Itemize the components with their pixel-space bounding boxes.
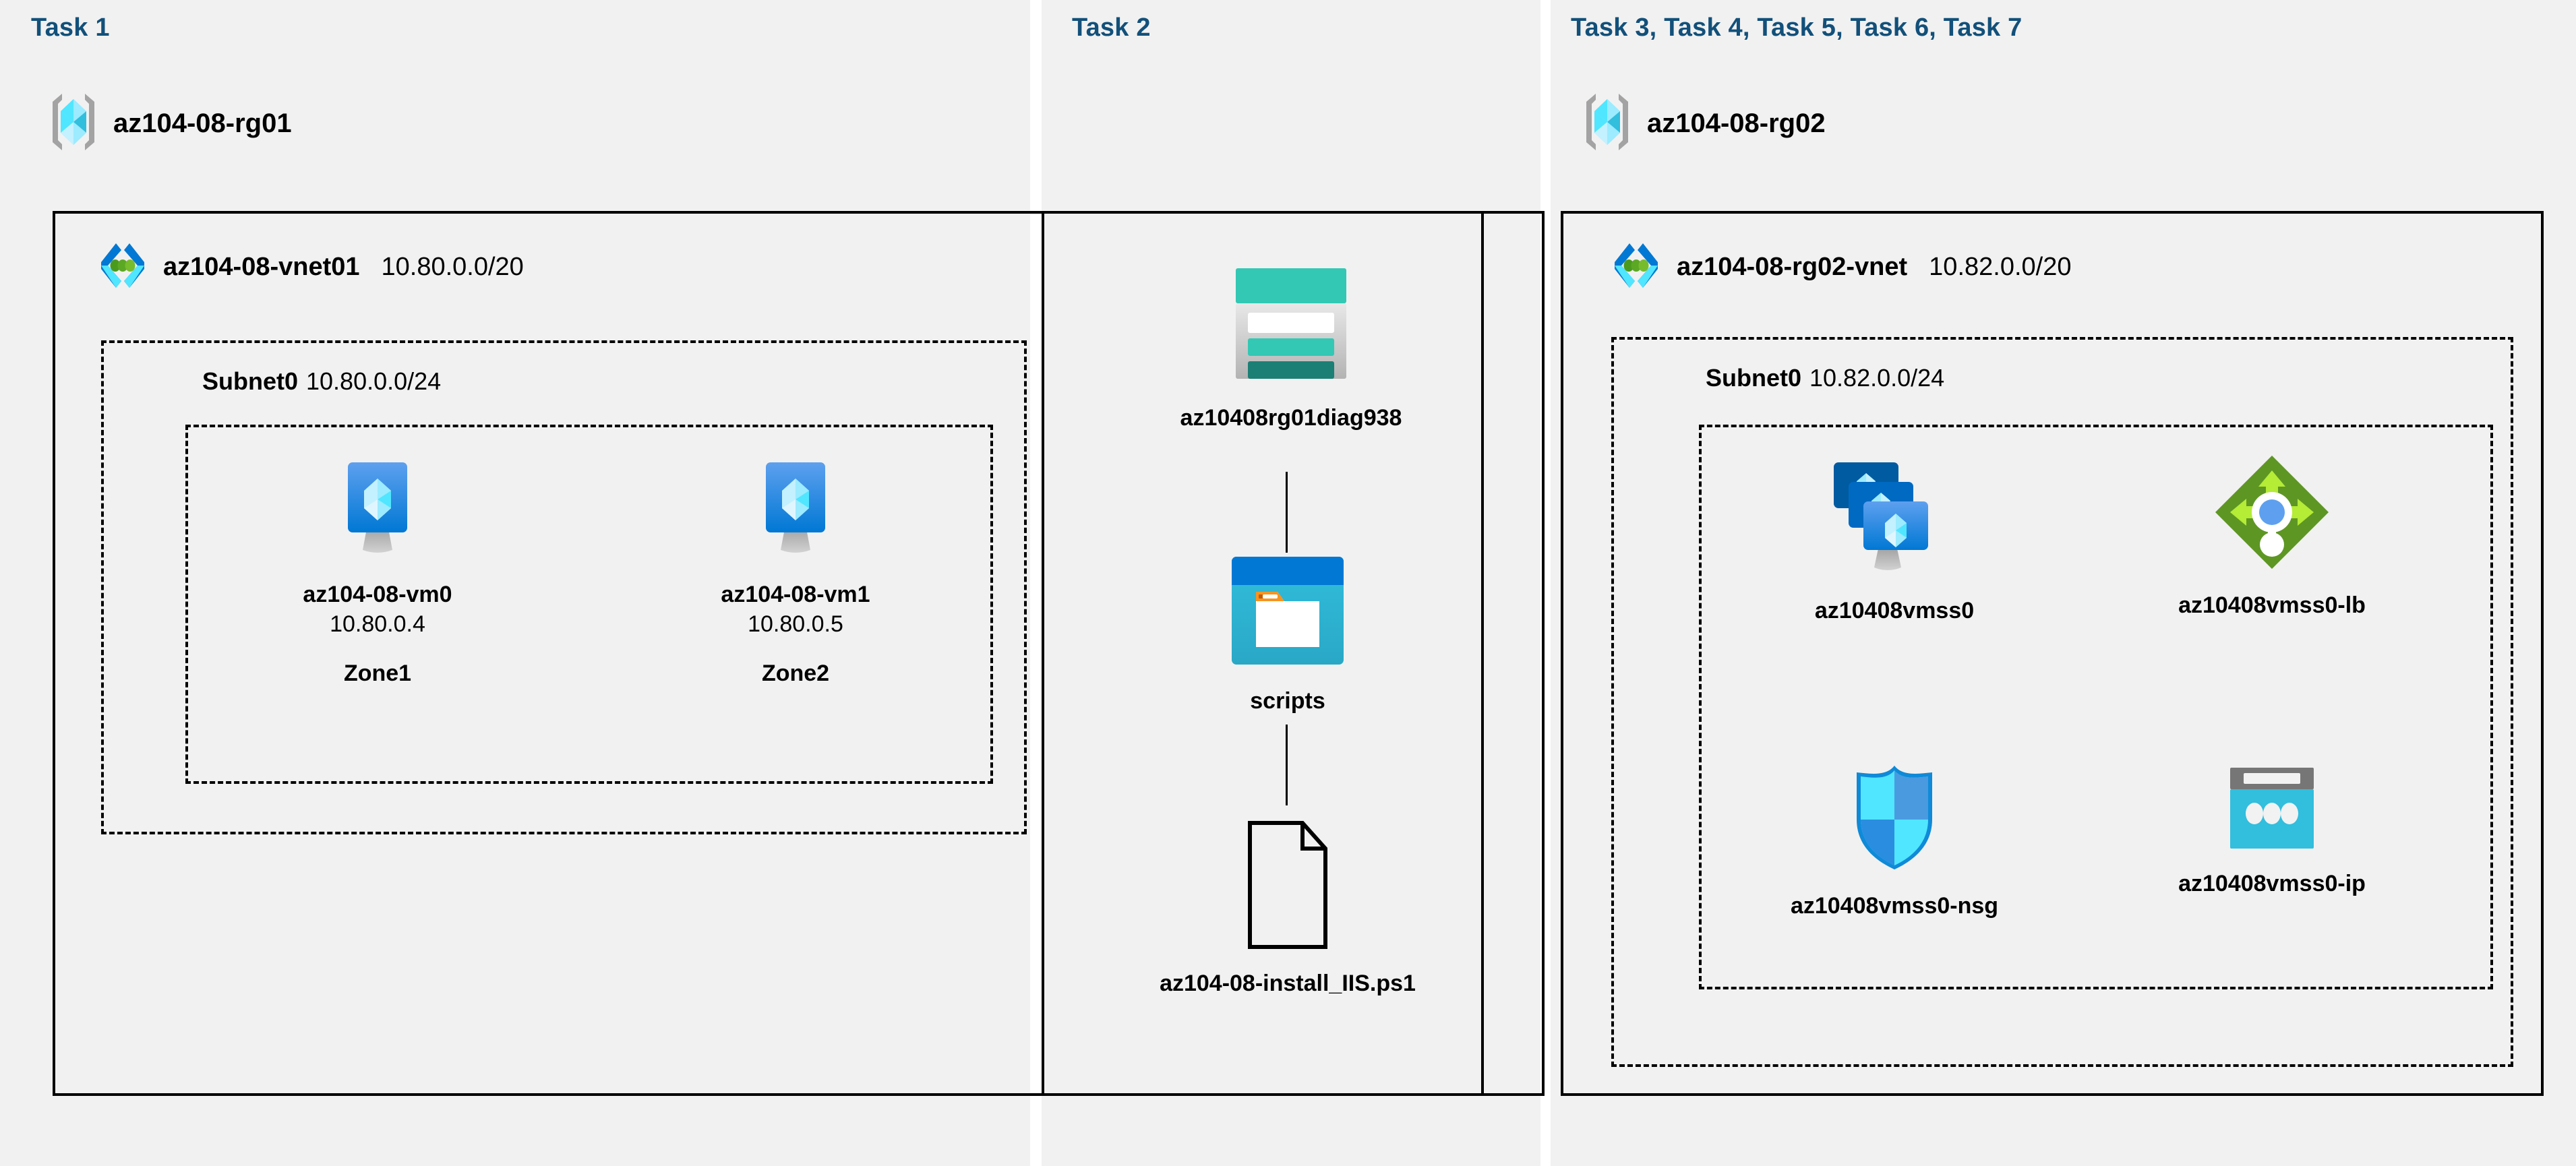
nsg-node[interactable]: az10408vmss0-nsg bbox=[1739, 762, 2049, 921]
load-balancer-name: az10408vmss0-lb bbox=[2178, 592, 2366, 618]
public-ip-name: az10408vmss0-ip bbox=[2178, 871, 2366, 896]
load-balancer-icon bbox=[2110, 452, 2434, 573]
vm-ip: 10.80.0.5 bbox=[748, 611, 843, 638]
vm-group-boundary-left bbox=[185, 425, 993, 784]
vnet-cidr: 10.80.0.0/20 bbox=[381, 253, 524, 281]
virtual-machine-icon bbox=[256, 458, 499, 559]
vmss-name: az10408vmss0 bbox=[1814, 598, 1975, 623]
resource-group-boundary-right bbox=[1699, 425, 2493, 989]
task-3-7-title: Task 3, Task 4, Task 5, Task 6, Task 7 bbox=[1571, 13, 2023, 42]
vnet-header-az104-08-vnet01[interactable]: az104-08-vnet01 10.80.0.0/20 bbox=[94, 239, 524, 295]
file-icon bbox=[1079, 819, 1497, 951]
load-balancer-node[interactable]: az10408vmss0-lb bbox=[2110, 452, 2434, 620]
connector-storage-to-container bbox=[1286, 472, 1288, 553]
panel-task1 bbox=[0, 0, 1030, 1166]
task-2-title: Task 2 bbox=[1072, 13, 1151, 42]
virtual-network-icon bbox=[1608, 239, 1665, 295]
vm-zone: Zone2 bbox=[761, 661, 830, 687]
subnet-cidr: 10.80.0.0/24 bbox=[306, 367, 442, 395]
vnet-boundary-az104-08-rg02-vnet bbox=[1561, 211, 2544, 1096]
connector-container-to-file bbox=[1286, 725, 1288, 805]
resource-group-az104-08-rg01[interactable]: az104-08-rg01 bbox=[47, 91, 292, 156]
subnet-boundary-right bbox=[1611, 337, 2513, 1067]
blob-container-name: scripts bbox=[1250, 688, 1325, 714]
blob-container-node[interactable]: scripts bbox=[1146, 553, 1429, 716]
task-1-title: Task 1 bbox=[31, 13, 110, 42]
storage-account-icon bbox=[1092, 263, 1490, 386]
resource-group-icon bbox=[47, 91, 100, 156]
virtual-network-icon bbox=[94, 239, 151, 295]
vmss-node[interactable]: az10408vmss0 bbox=[1746, 458, 2043, 625]
panel-task3 bbox=[1551, 0, 2576, 1166]
vm-zone: Zone1 bbox=[343, 661, 412, 687]
subnet-boundary-left bbox=[101, 340, 1027, 834]
vnet-name: az104-08-vnet01 bbox=[163, 253, 360, 281]
vnet-cidr: 10.82.0.0/20 bbox=[1929, 253, 2072, 281]
storage-account-node[interactable]: az10408rg01diag938 bbox=[1092, 263, 1490, 433]
subnet-cidr: 10.82.0.0/24 bbox=[1809, 364, 1945, 392]
network-security-group-icon bbox=[1739, 762, 2049, 873]
storage-account-name: az10408rg01diag938 bbox=[1180, 405, 1402, 431]
resource-group-az104-08-rg02[interactable]: az104-08-rg02 bbox=[1581, 91, 1826, 156]
vnet-boundary-az104-08-vnet01 bbox=[53, 211, 1484, 1096]
virtual-machine-icon bbox=[674, 458, 917, 559]
script-file-name: az104-08-install_IIS.ps1 bbox=[1160, 971, 1416, 996]
resource-group-icon bbox=[1581, 91, 1634, 156]
subnet-name: Subnet0 bbox=[202, 367, 299, 395]
vnet-name: az104-08-rg02-vnet bbox=[1677, 253, 1908, 281]
vnet-header-az104-08-rg02-vnet[interactable]: az104-08-rg02-vnet 10.82.0.0/20 bbox=[1608, 239, 2071, 295]
resource-group-label: az104-08-rg02 bbox=[1647, 109, 1826, 138]
public-ip-node[interactable]: az10408vmss0-ip bbox=[2124, 765, 2420, 898]
vm-node-az104-08-vm0[interactable]: az104-08-vm0 10.80.0.4 Zone1 bbox=[256, 458, 499, 687]
blob-container-icon bbox=[1146, 553, 1429, 669]
vm-ip: 10.80.0.4 bbox=[330, 611, 425, 638]
nsg-name: az10408vmss0-nsg bbox=[1790, 893, 1999, 919]
public-ip-address-icon bbox=[2124, 765, 2420, 851]
script-file-node[interactable]: az104-08-install_IIS.ps1 bbox=[1079, 819, 1497, 998]
vm-name: az104-08-vm0 bbox=[303, 582, 452, 607]
resource-group-label: az104-08-rg01 bbox=[113, 109, 292, 138]
storage-boundary-task2 bbox=[1042, 211, 1545, 1096]
vm-name: az104-08-vm1 bbox=[721, 582, 870, 607]
vm-node-az104-08-vm1[interactable]: az104-08-vm1 10.80.0.5 Zone2 bbox=[674, 458, 917, 687]
vm-scale-set-icon bbox=[1746, 458, 2043, 578]
subnet-name: Subnet0 bbox=[1706, 364, 1802, 392]
